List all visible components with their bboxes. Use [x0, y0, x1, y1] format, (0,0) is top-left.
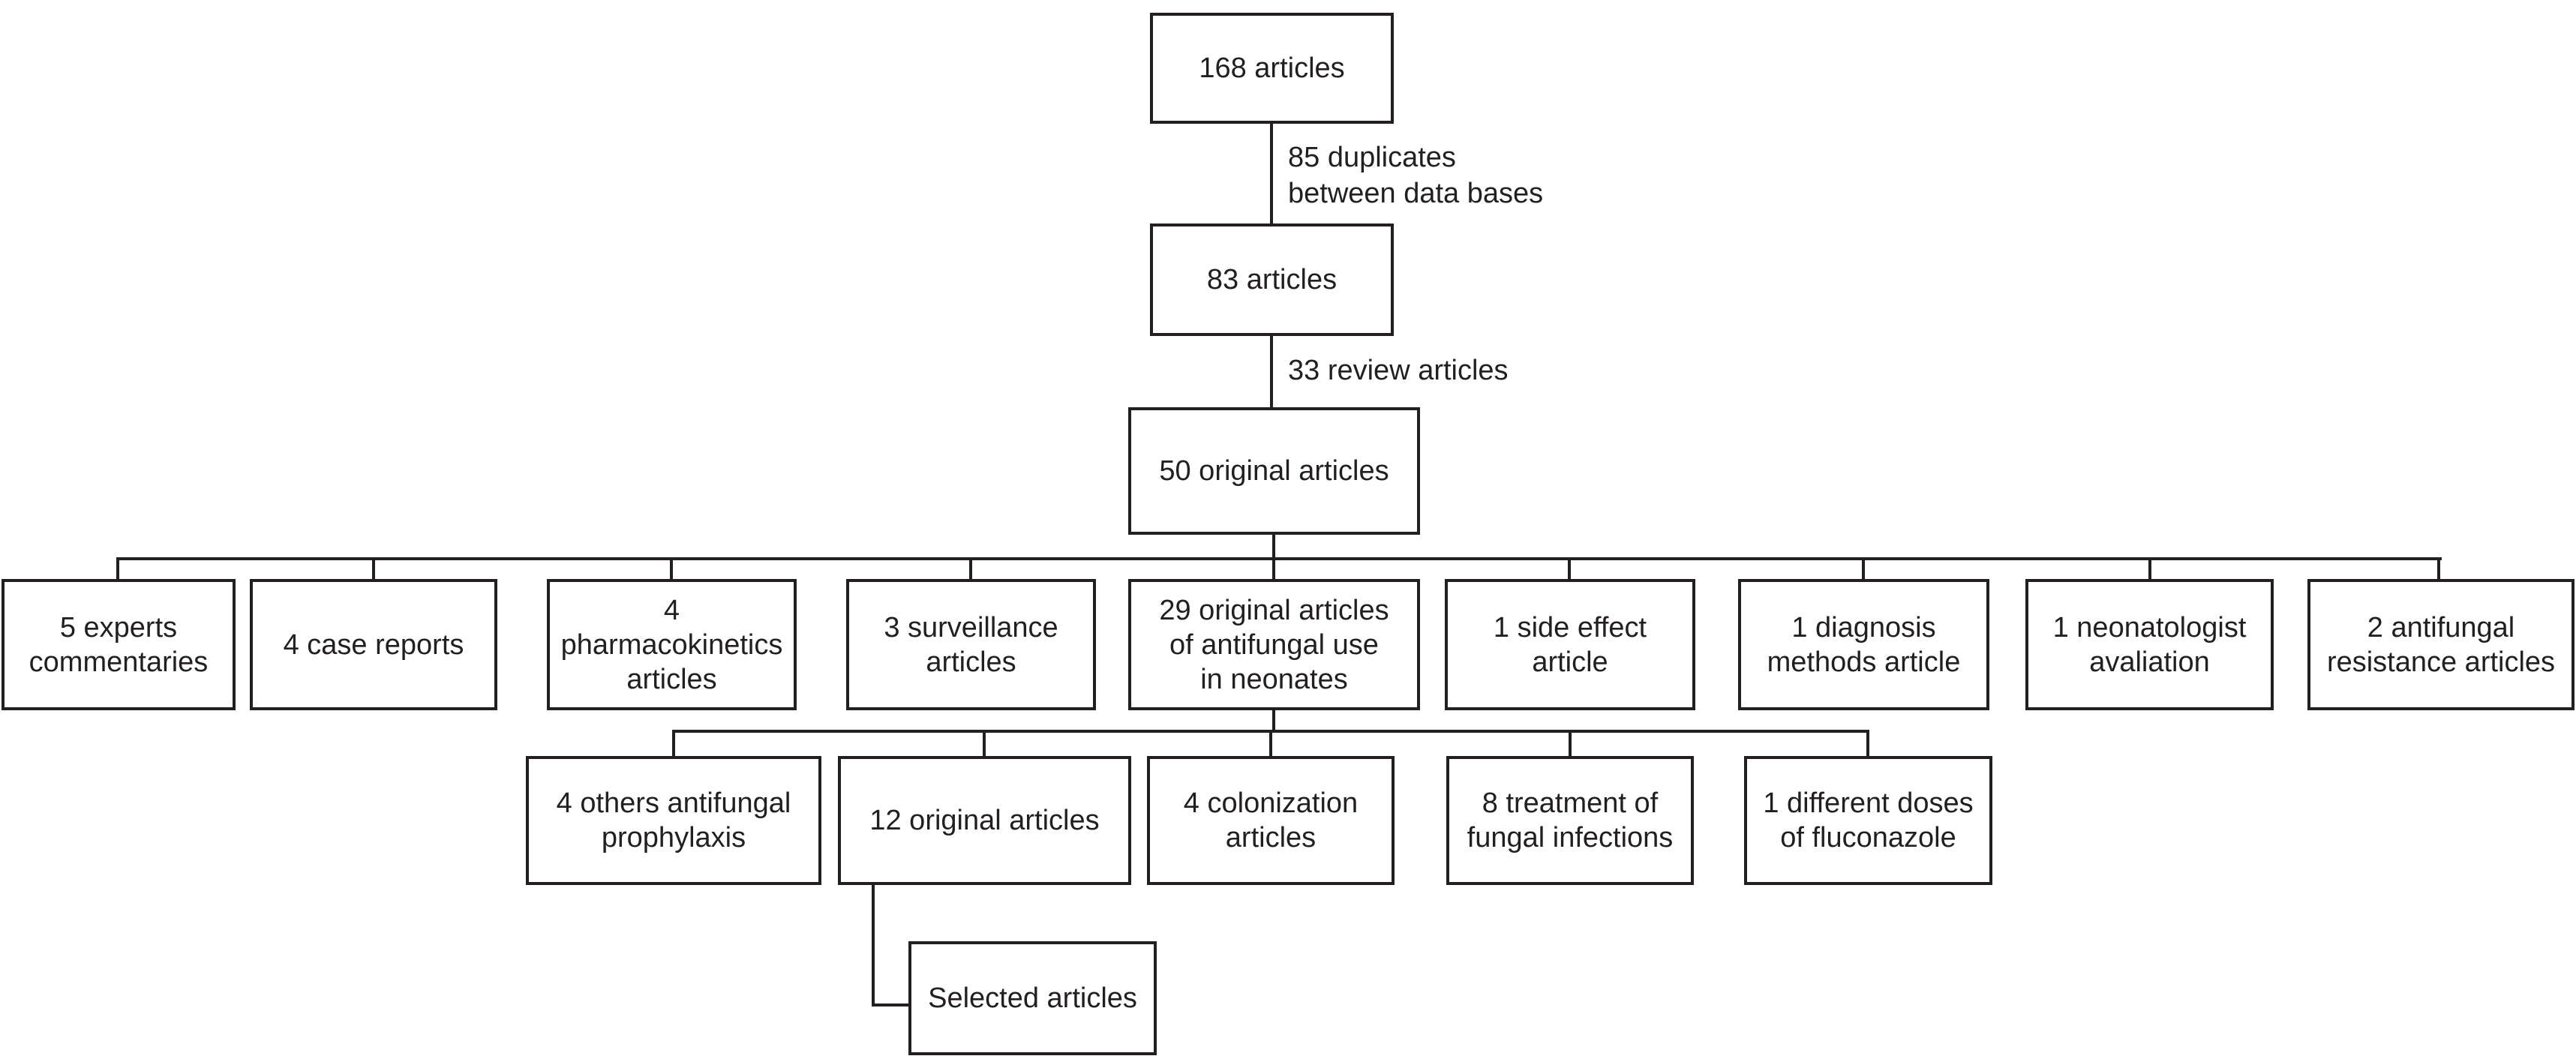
node-168-articles: 168 articles	[1150, 13, 1394, 124]
connector-drop-pharmacokinetics	[670, 557, 673, 582]
node-1-neonatologist-avaliation: 1 neonatologist avaliation	[2025, 579, 2274, 710]
node-4-colonization-articles: 4 colonization articles	[1147, 756, 1395, 885]
node-83-articles: 83 articles	[1150, 224, 1394, 336]
node-8-treatment-fungal-infections: 8 treatment of fungal infections	[1446, 756, 1694, 885]
connector-drop-colonization	[1269, 730, 1272, 758]
node-3-surveillance-articles: 3 surveillance articles	[846, 579, 1096, 710]
connector-row1-horizontal	[118, 557, 2442, 560]
connector-drop-12-original	[983, 730, 986, 758]
node-4-others-antifungal-prophylaxis: 4 others antifungal prophylaxis	[526, 756, 821, 885]
connector-drop-neonatologist	[2148, 557, 2151, 582]
node-1-diagnosis-methods-article: 1 diagnosis methods article	[1738, 579, 1989, 710]
connector-drop-experts-commentaries	[116, 557, 119, 582]
node-1-side-effect-article: 1 side effect article	[1445, 579, 1695, 710]
node-2-antifungal-resistance-articles: 2 antifungal resistance articles	[2307, 579, 2574, 710]
connector-12-original-down	[872, 885, 875, 1006]
connector-drop-others-prophylaxis	[672, 730, 675, 758]
connector-drop-different-doses	[1866, 730, 1869, 758]
node-4-pharmacokinetics-articles: 4 pharmacokinetics articles	[547, 579, 797, 710]
connector-29-to-row2	[1272, 710, 1275, 733]
connector-drop-surveillance	[969, 557, 972, 582]
connector-drop-diagnosis-methods	[1862, 557, 1865, 582]
connector-83-to-50	[1270, 334, 1273, 409]
connector-drop-treatment	[1569, 730, 1572, 758]
connector-drop-antifungal-resistance	[2437, 557, 2440, 582]
edge-label-duplicates: 85 duplicates between data bases	[1288, 142, 1544, 209]
node-selected-articles: Selected articles	[908, 941, 1157, 1055]
node-50-original-articles: 50 original articles	[1128, 407, 1420, 535]
connector-168-to-83	[1270, 122, 1273, 225]
node-12-original-articles: 12 original articles	[838, 756, 1131, 885]
node-4-case-reports: 4 case reports	[250, 579, 497, 710]
edge-label-review-articles: 33 review articles	[1288, 355, 1509, 386]
node-29-original-articles-neonates: 29 original articles of antifungal use i…	[1128, 579, 1420, 710]
connector-elbow-to-selected	[872, 1004, 911, 1006]
connector-drop-case-reports	[372, 557, 375, 582]
node-1-different-doses-fluconazole: 1 different doses of fluconazole	[1744, 756, 1992, 885]
connector-drop-side-effect	[1568, 557, 1571, 582]
node-5-experts-commentaries: 5 experts commentaries	[2, 579, 236, 710]
